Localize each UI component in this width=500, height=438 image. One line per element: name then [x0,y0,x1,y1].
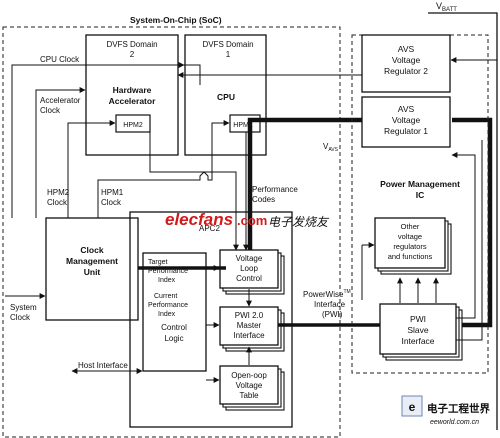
cmu-label-2: Management [66,256,118,266]
svg-text:.com: .com [237,213,267,228]
other-reg-1: Other [401,222,420,231]
current-perf-2: Performance [148,302,188,309]
current-perf-1: Current [154,293,177,300]
target-perf-2: Performance [148,268,188,275]
vlc-label-1: Voltage [236,254,263,263]
system-clock-label-2: Clock [10,313,31,322]
accel-clock-line [35,87,86,218]
svg-text:电子发烧友: 电子发烧友 [268,215,330,229]
dvfs2-label: DVFS Domain [106,40,157,49]
host-interface-label: Host Interface [78,361,128,370]
accel-clock-label-1: Accelerator [40,96,81,105]
open-loop-voltage-table [219,365,279,405]
pwi-master-interface [219,306,279,346]
other-reg-4: and functions [388,252,433,261]
cpu-clock-label: CPU Clock [40,55,80,64]
pwi-slave-2: Slave [407,325,429,335]
vlc-label-2: Loop [240,264,258,273]
svg-text:eeworld.com.cn: eeworld.com.cn [430,419,479,426]
dvfs2-num: 2 [130,50,135,59]
svg-text:elecfans: elecfans [165,210,233,229]
other-regulators [374,217,446,269]
vlc-label-3: Control [236,274,262,283]
other-reg-3: regulators [393,242,427,251]
hpm1-clock-label-1: HPM1 [101,188,124,197]
pmic-label-1: Power Management [380,179,460,189]
perf-codes-label-2: Codes [252,195,275,204]
avs2-2: Voltage [392,55,421,65]
vavs-sense-thick [452,117,493,328]
hw-accel-title-2: Accelerator [109,96,156,106]
hpm1-label: HPM1 [233,122,253,129]
soc-boundary [2,26,341,438]
svg-text:e: e [409,400,416,414]
dvfs1-num: 1 [226,50,231,59]
cmu-label-1: Clock [80,245,103,255]
olvt-2: Voltage [236,381,263,390]
cpu-label: CPU [217,92,235,102]
dvfs1-label: DVFS Domain [202,40,253,49]
hpm2-clock-line [67,120,116,218]
current-perf-3: Index [158,311,176,318]
voltage-loop-control [219,249,279,289]
control-logic-1: Control [161,323,187,332]
apc2-label: APC2 [199,224,220,233]
dvfs-domain-1 [184,34,267,156]
avs1-1: AVS [398,104,415,114]
olvt-1: Open-oop [231,371,267,380]
pwi-slave-1: PWI [410,314,426,324]
avs1-3: Regulator 1 [384,126,428,136]
control-logic-box [142,252,207,372]
target-perf-1: Target [148,259,168,266]
control-logic-2: Logic [164,334,183,343]
elecfans-watermark: elecfans .com 电子发烧友 [165,210,330,229]
perf-codes-label-1: Performance [252,185,298,194]
avs-regulator-2 [361,34,451,93]
hpm2-label: HPM2 [123,122,143,129]
hpm2-clock-label-2: Clock [47,198,68,207]
pwi-slave-3: Interface [401,336,434,346]
pmic-boundary [351,34,489,374]
hpm1-clock-label-2: Clock [101,198,122,207]
pwi-master-3: Interface [233,331,265,340]
soc-title: System-On-Chip (SoC) [130,15,222,25]
hw-accel-title-1: Hardware [113,85,152,95]
other-reg-2: voltage [398,232,422,241]
pwi-master-2: Master [237,321,262,330]
hpm2-code-line [149,128,239,251]
hpm1-clock-line [97,120,230,218]
target-perf-3: Index [158,277,176,284]
avs-regulator-1 [361,96,451,148]
cmu-label-3: Unit [84,267,101,277]
hpm2-box [115,114,151,133]
avs2-1: AVS [398,44,415,54]
accel-clock-label-2: Clock [40,106,61,115]
pwi-master-1: PWI 2.0 [235,311,264,320]
svg-text:电子工程世界: 电子工程世界 [427,402,490,415]
system-clock-label-1: System [10,303,37,312]
vbatt-line [428,12,498,430]
pwi-slave-interface [379,303,457,355]
vavs-label: VAVS [323,142,339,153]
pwi-label-1: PowerWiseTM [303,289,351,299]
pwi-label-3: (PWI) [322,310,343,319]
clock-management-unit [45,217,139,321]
olvt-3: Table [239,391,259,400]
pmic-label-2: IC [416,190,425,200]
apc2-box [129,211,293,428]
dvfs-domain-2 [85,34,179,156]
avs1-supply-line [247,117,362,210]
avs2-3: Regulator 2 [384,66,428,76]
hpm2-clock-label-1: HPM2 [47,188,70,197]
eeworld-logo: e 电子工程世界 eeworld.com.cn [401,395,490,426]
avs1-2: Voltage [392,115,421,125]
pwi-label-2: Interface [314,300,346,309]
vbatt-label: VBATT [436,1,457,13]
